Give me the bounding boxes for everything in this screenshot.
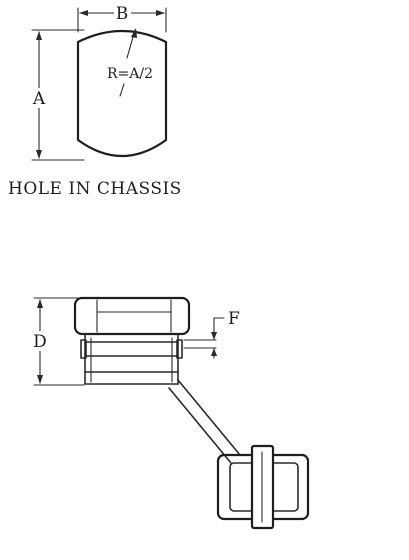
radius-label: R=A/2 [107,66,153,82]
dim-d-arrow-bottom [37,375,43,384]
plug-side-view: D F [31,296,310,530]
dim-a-arrow-top [36,31,42,40]
dim-a-arrow-bottom [36,150,42,159]
dim-d-label: D [33,332,47,352]
dim-b-label: B [116,4,129,24]
dim-d-arrow-top [37,299,43,308]
hole-outline [76,29,168,157]
dim-b-arrow-right [156,10,165,16]
plug-cap [73,296,191,336]
chassis-edge-left [80,339,87,359]
dim-a-label: A [32,89,46,109]
dim-f-label: F [228,309,240,329]
dim-f-arrow-top [211,332,217,340]
tether-edge-lower [168,387,232,464]
hole-caption: HOLE IN CHASSIS [8,179,182,199]
dim-a-label-bg [30,88,48,108]
dim-b-arrow-left [79,10,88,16]
radius-arrow [131,28,137,38]
chassis-edge-right [176,339,183,359]
dim-b-label-bg [114,3,131,21]
radius-leader-lower [119,83,125,97]
dim-f-arrow-bottom [211,348,217,356]
tether-edge-upper [177,379,241,456]
dim-d-label-bg [31,331,49,351]
hole-in-chassis-view: B A R=A/2 HOLE IN CHASSIS [8,3,182,199]
